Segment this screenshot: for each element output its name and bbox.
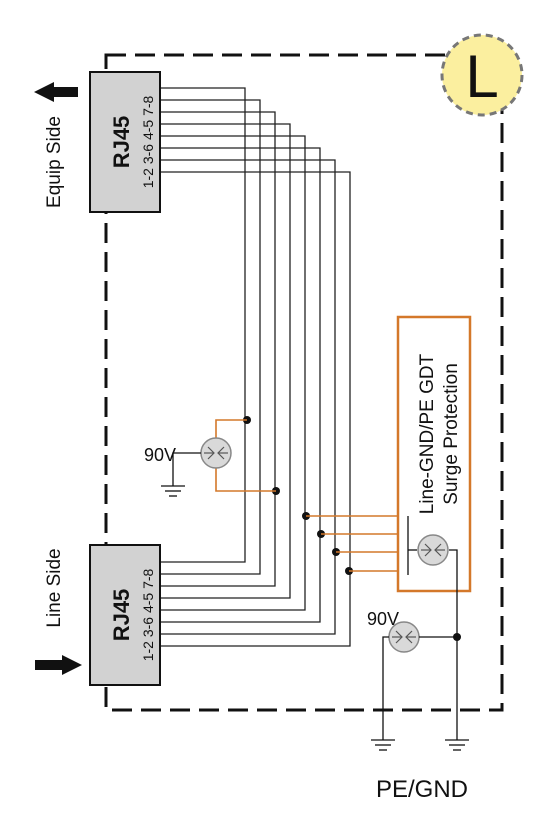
line-gdt-leads <box>215 419 276 492</box>
line-side-connector: RJ45 1-2 3-6 4-5 7-8 <box>89 544 161 686</box>
gdt-voltage-label-bottom: 90V <box>367 609 399 629</box>
device-enclosure <box>104 53 504 712</box>
ground-icon-right <box>445 739 469 751</box>
protection-leads <box>306 515 398 572</box>
line-connector-name: RJ45 <box>109 589 134 642</box>
wire-2 <box>160 99 261 575</box>
protection-bus <box>407 516 458 637</box>
wire-3 <box>160 111 276 587</box>
gdt-voltage-label-top: 90V <box>144 445 176 465</box>
line-side-label: Line Side <box>44 548 65 627</box>
ground-label: PE/GND <box>376 776 468 803</box>
wire-1 <box>160 87 246 563</box>
protection-module <box>396 315 472 593</box>
wire-bundle <box>160 87 351 647</box>
equip-connector-name: RJ45 <box>109 116 134 169</box>
line-side-arrow-icon <box>35 655 82 675</box>
wire-7 <box>160 159 336 635</box>
equip-connector-pins: 1-2 3-6 4-5 7-8 <box>140 95 156 188</box>
badge-l: L <box>440 33 524 117</box>
gdt-ground-leads <box>382 636 458 740</box>
badge-letter: L <box>465 43 498 110</box>
protection-label-line2: Surge Protection <box>441 363 462 505</box>
gdt-protection-icon <box>417 534 449 566</box>
equip-side-arrow-icon <box>34 82 78 102</box>
ground-icon <box>161 452 201 497</box>
protection-label-line1: Line-GND/PE GDT <box>417 353 438 514</box>
wire-8 <box>160 171 351 647</box>
wire-5 <box>160 135 306 611</box>
ground-icon-left <box>371 739 395 751</box>
wire-6 <box>160 147 321 623</box>
line-connector-pins: 1-2 3-6 4-5 7-8 <box>140 568 156 661</box>
wire-4 <box>160 123 291 599</box>
gdt-line-icon <box>200 437 232 469</box>
equip-side-label: Equip Side <box>44 116 65 208</box>
equip-side-connector: RJ45 1-2 3-6 4-5 7-8 <box>89 71 161 213</box>
